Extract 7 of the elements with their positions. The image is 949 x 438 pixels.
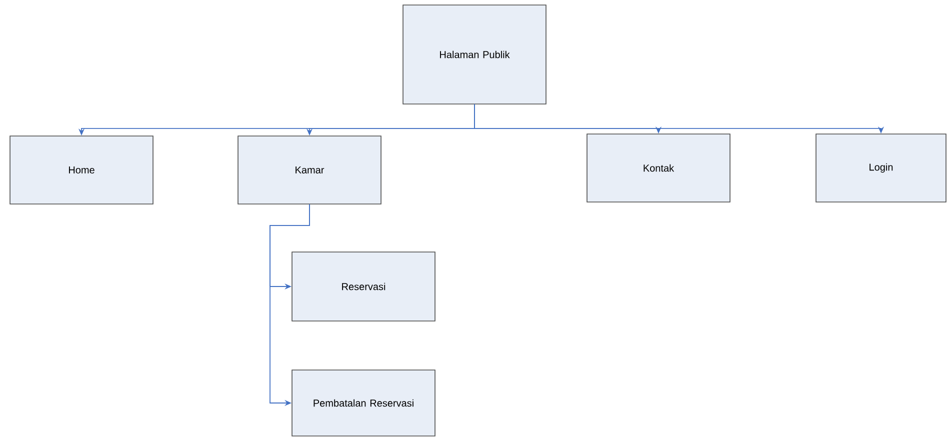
page-box: Login: [816, 134, 946, 202]
page-box: Kamar: [238, 136, 382, 204]
page-box: Halaman Publik: [402, 4, 546, 104]
page-box: Home: [10, 136, 154, 204]
page-box: Kontak: [586, 134, 730, 202]
page-box: Reservasi: [292, 252, 436, 322]
page-box: Pembatalan Reservasi: [292, 370, 436, 436]
